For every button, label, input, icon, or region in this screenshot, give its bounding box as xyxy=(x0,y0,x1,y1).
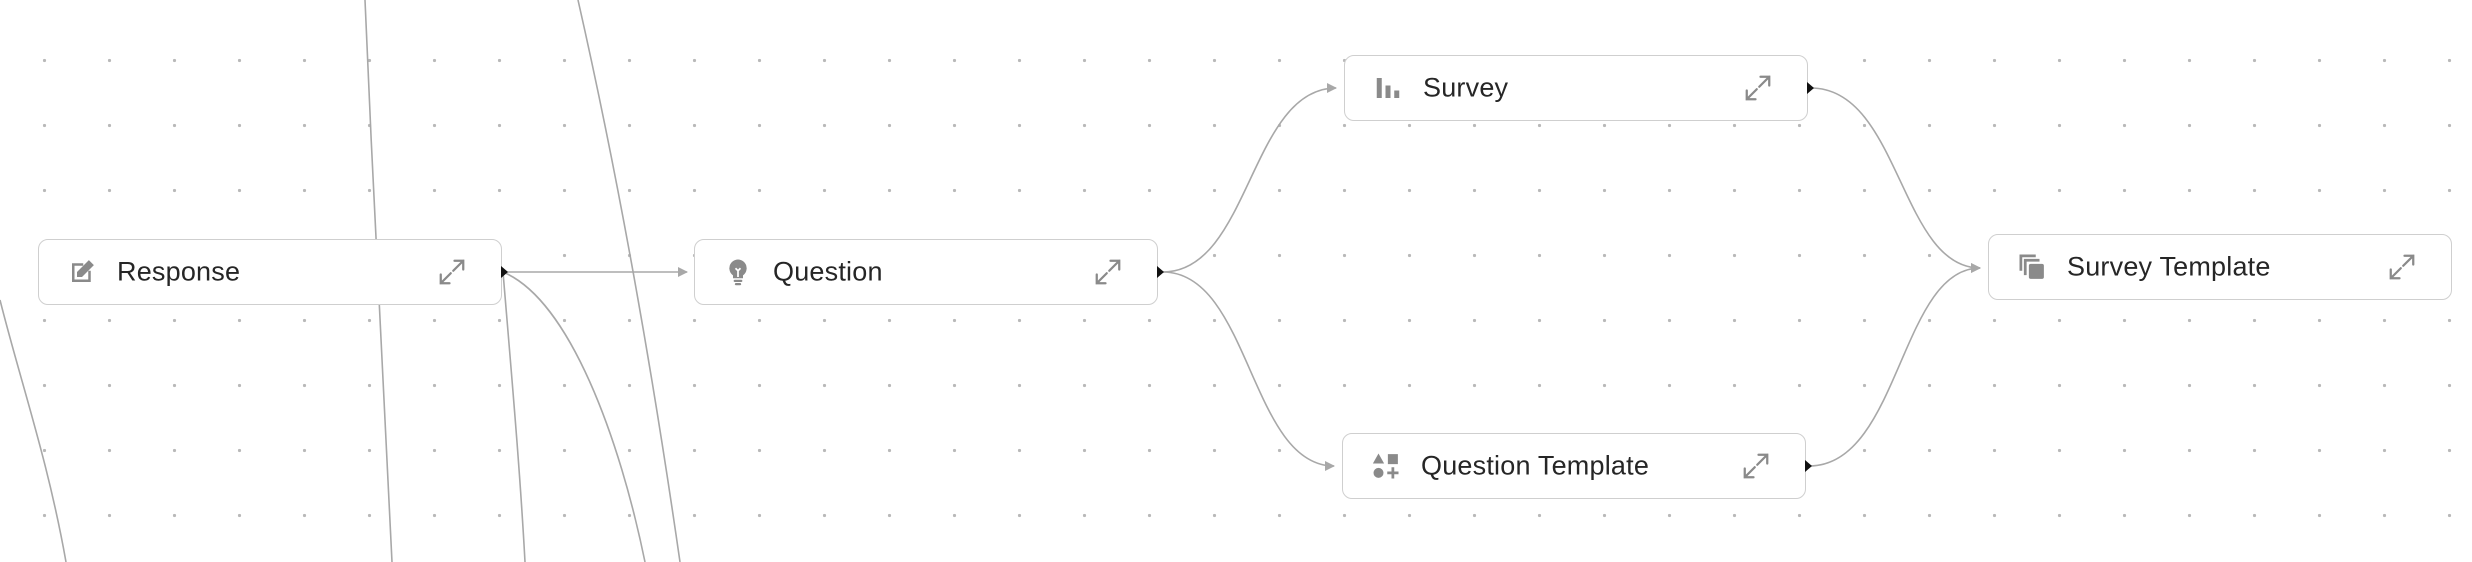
node-label: Question Template xyxy=(1421,450,1650,481)
node-label: Question xyxy=(773,256,883,287)
edge-survey-survey-template xyxy=(1810,87,1981,273)
node-label: Survey xyxy=(1423,72,1509,103)
edge-question-question-template xyxy=(1162,271,1335,471)
expand-arrows-icon[interactable] xyxy=(1089,253,1127,291)
offscreen-edge xyxy=(502,271,526,562)
offscreen-edge xyxy=(577,0,681,562)
shapes-icon xyxy=(1369,449,1403,483)
node-survey[interactable]: Survey xyxy=(1344,55,1814,121)
node-response[interactable]: Response xyxy=(38,239,508,305)
expand-arrows-icon[interactable] xyxy=(1739,69,1777,107)
node-question-template[interactable]: Question Template xyxy=(1342,433,1812,499)
offscreen-edge xyxy=(0,299,67,562)
node-survey-template[interactable]: Survey Template xyxy=(1988,234,2452,300)
node-label: Survey Template xyxy=(2067,251,2271,282)
offscreen-edge xyxy=(502,271,646,562)
copy-stack-icon xyxy=(2015,250,2049,284)
lightbulb-icon xyxy=(721,255,755,289)
output-handle[interactable] xyxy=(501,266,508,278)
output-handle[interactable] xyxy=(1157,266,1164,278)
edge-question-survey xyxy=(1162,83,1337,273)
node-label: Response xyxy=(117,256,241,287)
expand-arrows-icon[interactable] xyxy=(1737,447,1775,485)
expand-arrows-icon[interactable] xyxy=(2383,248,2421,286)
output-handle[interactable] xyxy=(1807,82,1814,94)
edge-question-template-survey-template xyxy=(1808,263,1981,467)
expand-arrows-icon[interactable] xyxy=(433,253,471,291)
bar-chart-icon xyxy=(1371,71,1405,105)
output-handle[interactable] xyxy=(1805,460,1812,472)
pencil-square-icon xyxy=(65,255,99,289)
node-question[interactable]: Question xyxy=(694,239,1164,305)
